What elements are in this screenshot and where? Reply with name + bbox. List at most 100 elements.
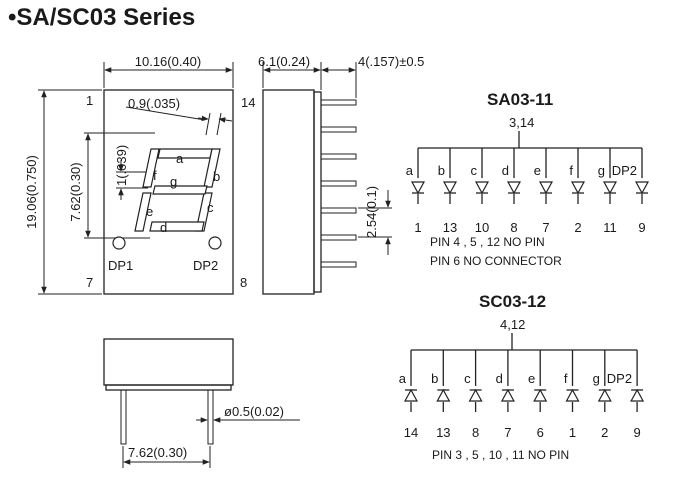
width-dim: 10.16(0.40) <box>135 54 202 69</box>
side-view: 6.1(0.24) 4(.157)±0.5 2.54(0.1) <box>258 54 424 295</box>
sa03-11-diode <box>570 181 586 195</box>
segment-g <box>152 185 208 195</box>
sc03-12-diode <box>468 388 483 402</box>
sc03-12-pin-number: 9 <box>633 425 640 440</box>
dp2-label: DP2 <box>193 258 218 273</box>
sa03-11-diode <box>634 181 650 195</box>
sa03-11-seg-label: e <box>534 163 541 178</box>
sc03-12-note1: PIN 3 , 5 , 10 , 11 NO PIN <box>432 448 569 462</box>
pin-length-dim: 4(.157)±0.5 <box>358 54 424 69</box>
sc03-12-diode <box>597 388 612 402</box>
sc03-12-pin-number: 1 <box>569 425 576 440</box>
pitch-dim: 2.54(0.1) <box>364 186 379 238</box>
sa03-11-seg-label: b <box>438 163 445 178</box>
sc03-12-pin-number: 6 <box>537 425 544 440</box>
segment-d <box>149 221 205 232</box>
sa03-11-seg-label: d <box>502 163 509 178</box>
front-view: 10.16(0.40) 19.06(0.750) 7.62(0.30) 0.9(… <box>24 54 255 295</box>
sc03-12-seg-label: g <box>593 371 600 386</box>
sa03-11-pin-number: 13 <box>443 220 457 235</box>
segment-a <box>157 148 213 159</box>
side-base <box>313 91 322 293</box>
sc03-12-pin-number: 8 <box>472 425 479 440</box>
seg-height-dim: 7.62(0.30) <box>68 162 83 221</box>
label-seg-d: d <box>160 220 167 235</box>
sa03-11-columns: a 1 b 13 c 10 d 8 e 7 f 2 g 11 DP2 9 <box>406 148 650 235</box>
sa03-11-title: SA03-11 <box>487 90 553 109</box>
dp1-dot <box>112 236 126 250</box>
sa03-11-seg-label: f <box>569 163 573 178</box>
dp1-label: DP1 <box>108 258 133 273</box>
sa03-11-seg-label: a <box>406 163 414 178</box>
sc03-12-schematic: SC03-12 4,12 a 14 b 13 c 8 d 7 e 6 f 1 g 2 DP2 9 PIN 3 … <box>399 292 645 462</box>
sa03-11-pin-number: 10 <box>475 220 489 235</box>
sa03-11-diode <box>442 181 458 195</box>
pin-8-label: 8 <box>240 275 247 290</box>
sa03-11-pin-number: 8 <box>510 220 517 235</box>
bottom-base <box>105 384 232 391</box>
bottom-pin-right <box>207 389 214 445</box>
side-body <box>262 89 315 295</box>
bottom-body <box>103 338 234 386</box>
sa03-11-seg-label: c <box>471 163 478 178</box>
sc03-12-seg-label: d <box>496 371 503 386</box>
dp2-dot <box>208 236 222 250</box>
sc03-12-diode <box>630 388 645 402</box>
pin-7-label: 7 <box>86 275 93 290</box>
row-dim: 7.62(0.30) <box>128 445 187 460</box>
sc03-12-seg-label: DP2 <box>607 371 632 386</box>
sa03-11-diode <box>506 181 522 195</box>
pin-1-label: 1 <box>86 93 93 108</box>
sc03-12-title: SC03-12 <box>479 292 546 311</box>
sc03-12-diode <box>565 388 580 402</box>
label-seg-a: a <box>176 151 184 166</box>
sc03-12-seg-label: b <box>431 371 438 386</box>
sa03-11-pin-number: 9 <box>638 220 645 235</box>
sc03-12-seg-label: f <box>564 371 568 386</box>
sa03-11-note1: PIN 4 , 5 , 12 NO PIN <box>430 235 545 249</box>
label-seg-f: f <box>153 168 157 183</box>
label-seg-e: e <box>146 204 153 219</box>
slant-dim: 1(.039) <box>114 145 129 186</box>
sa03-11-diode <box>602 181 618 195</box>
sc03-12-seg-label: e <box>528 371 535 386</box>
label-seg-b: b <box>213 169 220 184</box>
height-dim: 19.06(0.750) <box>24 155 39 229</box>
sc03-12-pin-number: 2 <box>601 425 608 440</box>
sc03-12-pin-number: 7 <box>504 425 511 440</box>
label-seg-c: c <box>207 200 214 215</box>
sc03-12-seg-label: c <box>464 371 471 386</box>
sa03-11-pin-number: 1 <box>414 220 421 235</box>
segment-b <box>203 148 221 188</box>
sa03-11-note2: PIN 6 NO CONNECTOR <box>430 254 562 268</box>
sc03-12-seg-label: a <box>399 371 407 386</box>
segment-e <box>134 192 152 232</box>
sc03-12-pin-number: 14 <box>404 425 418 440</box>
sa03-11-seg-label: g <box>598 163 605 178</box>
depth-dim: 6.1(0.24) <box>258 54 310 69</box>
sc03-12-diode <box>403 388 419 402</box>
front-body <box>103 89 234 295</box>
pin-14-label: 14 <box>241 95 255 110</box>
sa03-11-pin-number: 7 <box>542 220 549 235</box>
sa03-11-diode <box>474 181 490 195</box>
sa03-11-seg-label: DP2 <box>612 163 637 178</box>
sc03-12-diode <box>533 388 548 402</box>
sc03-12-diode <box>436 388 451 402</box>
series-title: •SA/SC03 Series <box>8 4 196 31</box>
sc03-12-common-pins: 4,12 <box>500 317 525 332</box>
sc03-12-pin-number: 13 <box>436 425 450 440</box>
bottom-view: 7.62(0.30) ø0.5(0.02) <box>103 338 300 468</box>
sa03-11-pin-number: 11 <box>603 220 617 235</box>
bottom-pin-left <box>120 389 127 445</box>
sa03-11-pin-number: 2 <box>574 220 581 235</box>
sa03-11-diode <box>410 181 426 195</box>
pin-dia-dim: ø0.5(0.02) <box>224 404 284 419</box>
sc03-12-diode <box>500 388 515 402</box>
sc03-12-columns: a 14 b 13 c 8 d 7 e 6 f 1 g 2 DP2 9 <box>399 350 645 440</box>
sa03-11-diode <box>538 181 554 195</box>
seg-width-dim: 0.9(.035) <box>128 96 180 111</box>
label-seg-g: g <box>170 174 177 189</box>
